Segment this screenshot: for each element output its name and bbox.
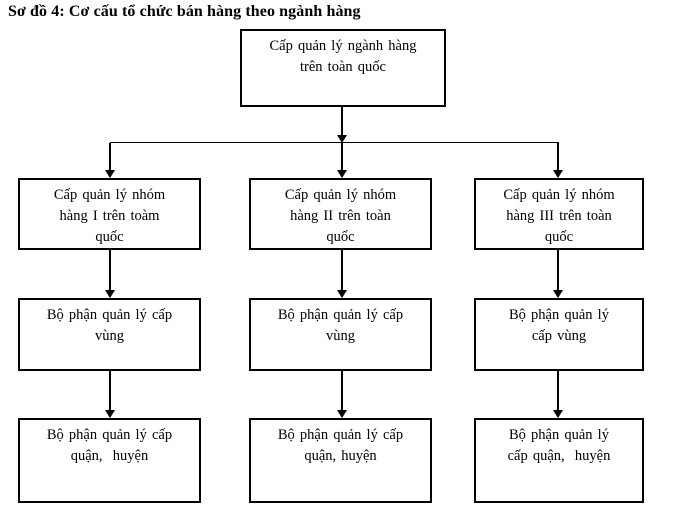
connector-col2-district-stem bbox=[341, 371, 343, 410]
connector-root-stem bbox=[341, 107, 343, 135]
node-group-1: Cấp quản lý nhóm hàng I trên toàm quốc bbox=[18, 178, 201, 250]
arrowhead-col2-region-icon bbox=[336, 290, 347, 298]
node-district-1: Bộ phận quản lý cấp quận, huyện bbox=[18, 418, 201, 503]
connector-drop-col3 bbox=[557, 143, 559, 170]
arrowhead-col2-group-icon bbox=[336, 170, 347, 178]
node-group-3: Cấp quản lý nhóm hàng III trên toàn quốc bbox=[474, 178, 644, 250]
arrowhead-col2-district-icon bbox=[336, 410, 347, 418]
arrowhead-col3-district-icon bbox=[552, 410, 563, 418]
arrowhead-root-icon bbox=[336, 135, 347, 143]
arrowhead-col1-group-icon bbox=[104, 170, 115, 178]
arrowhead-col3-region-icon bbox=[552, 290, 563, 298]
node-district-2: Bộ phận quản lý cấp quận, huyện bbox=[249, 418, 432, 503]
diagram-title: Sơ đồ 4: Cơ cấu tổ chức bán hàng theo ng… bbox=[8, 3, 361, 20]
node-region-1: Bộ phận quản lý cấp vùng bbox=[18, 298, 201, 371]
arrowhead-col3-group-icon bbox=[552, 170, 563, 178]
arrowhead-col1-district-icon bbox=[104, 410, 115, 418]
node-region-2: Bộ phận quản lý cấp vùng bbox=[249, 298, 432, 371]
connector-col2-region-stem bbox=[341, 250, 343, 290]
connector-drop-col2 bbox=[341, 143, 343, 170]
node-region-3: Bộ phận quản lý cấp vùng bbox=[474, 298, 644, 371]
node-district-3: Bộ phận quản lý cấp quận, huyện bbox=[474, 418, 644, 503]
node-group-2: Cấp quản lý nhóm hàng II trên toàn quốc bbox=[249, 178, 432, 250]
connector-rail bbox=[110, 141, 559, 143]
arrowhead-col1-region-icon bbox=[104, 290, 115, 298]
connector-col3-district-stem bbox=[557, 371, 559, 410]
node-root-nganh-hang: Cấp quản lý ngành hàng trên toàn quốc bbox=[240, 29, 446, 107]
connector-drop-col1 bbox=[109, 143, 111, 170]
connector-col3-region-stem bbox=[557, 250, 559, 290]
connector-col1-region-stem bbox=[109, 250, 111, 290]
connector-col1-district-stem bbox=[109, 371, 111, 410]
